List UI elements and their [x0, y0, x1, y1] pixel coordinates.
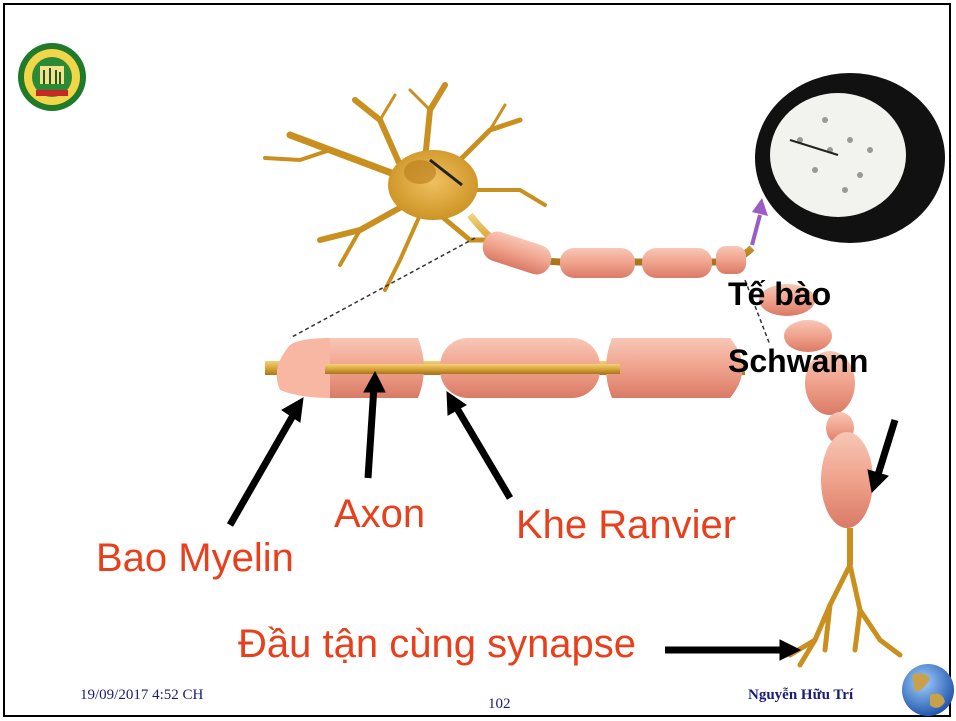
schwann-chain [759, 284, 873, 565]
synapse-label: Đầu tận cùng synapse [238, 624, 636, 664]
schwann-label-line1: Tế bào [728, 278, 831, 310]
myelin-label: Bao Myelin [96, 538, 294, 578]
upper-myelin-segments [479, 228, 746, 278]
footer-page-number: 102 [488, 697, 511, 712]
schwann-label-line2: Schwann [728, 345, 868, 377]
ranvier-label: Khe Ranvier [516, 505, 736, 545]
axon-cross-section [752, 73, 945, 245]
footer-author: Nguyễn Hữu Trí [748, 688, 853, 703]
footer-datetime: 19/09/2017 4:52 CH [80, 688, 203, 703]
university-logo [18, 43, 86, 111]
enlarged-axon [265, 338, 745, 398]
globe-icon [902, 664, 954, 716]
axon-label: Axon [334, 494, 425, 534]
axon-terminals [790, 565, 900, 665]
